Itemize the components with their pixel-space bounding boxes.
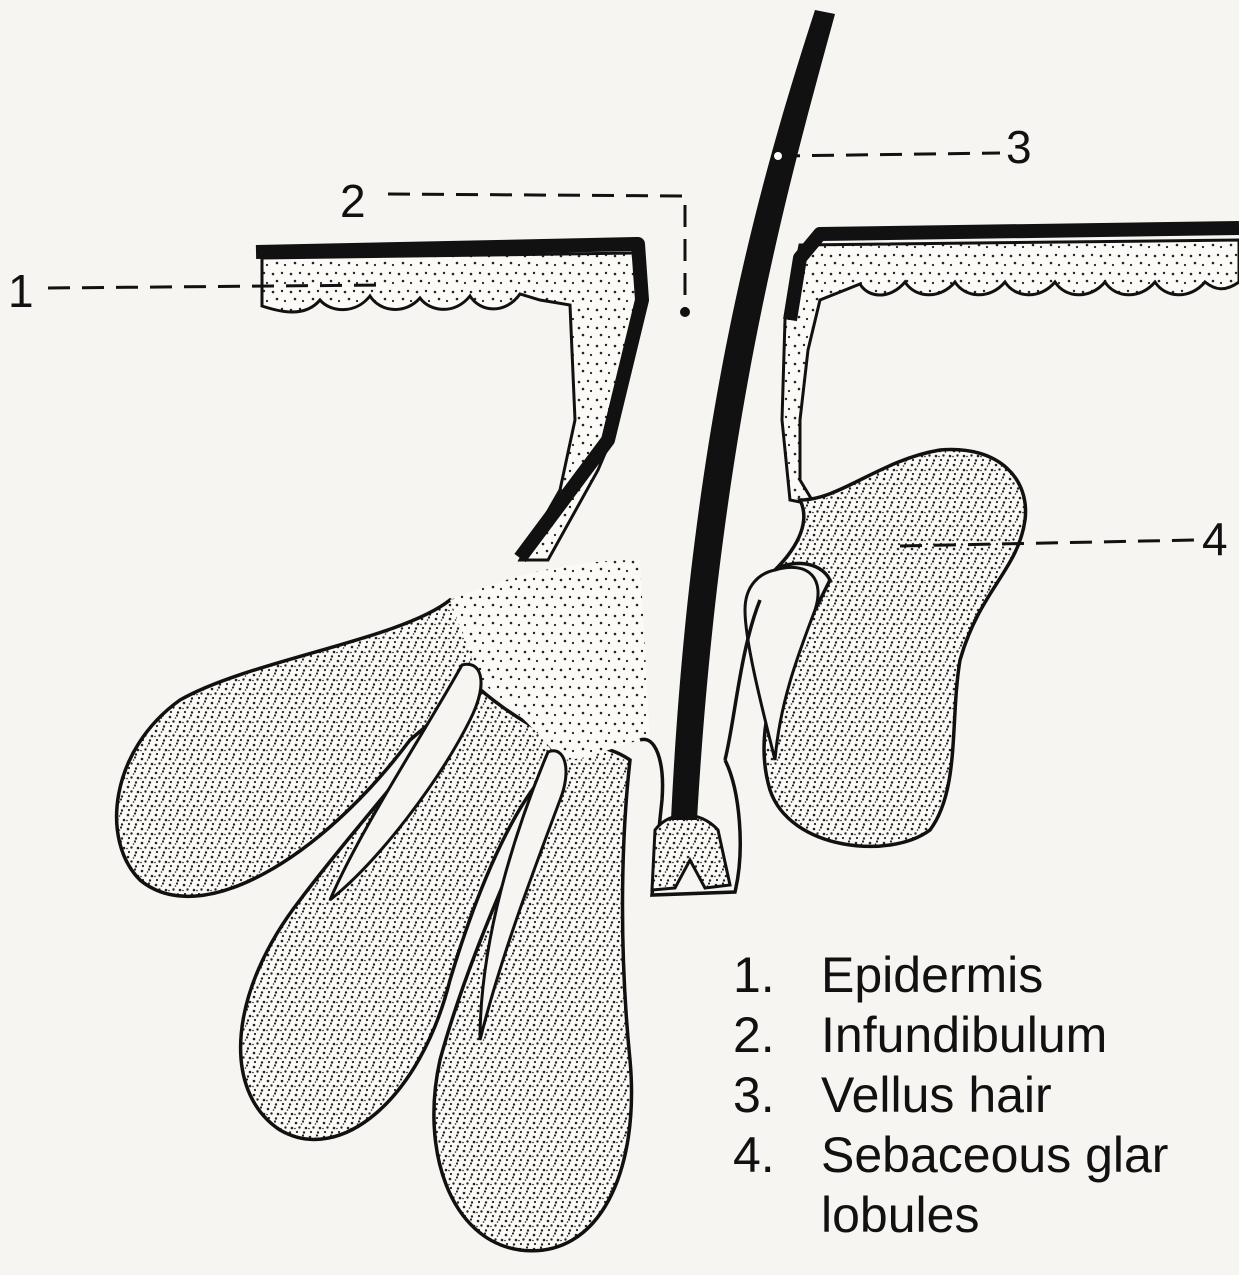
- callout-4: 4: [1202, 516, 1228, 562]
- legend-label: Epidermis: [821, 946, 1043, 1004]
- legend-item-4: 4. Sebaceous glar: [733, 1126, 1239, 1186]
- legend-item-3: 3. Vellus hair: [733, 1066, 1239, 1126]
- legend-item-2: 2. Infundibulum: [733, 1006, 1239, 1066]
- leader-line-3: [778, 153, 1000, 156]
- legend-number: 4.: [733, 1126, 813, 1184]
- legend-number: 2.: [733, 1006, 813, 1064]
- legend-number: 3.: [733, 1066, 813, 1124]
- legend-item-4-continued: lobules: [733, 1186, 1239, 1246]
- sebaceous-lobule-right: [764, 450, 1025, 847]
- hair-papilla: [652, 815, 730, 890]
- epidermis-left: [262, 253, 640, 560]
- legend-number: 1.: [733, 946, 813, 1004]
- legend-label: Sebaceous glar: [821, 1126, 1168, 1184]
- callout-3: 3: [1006, 124, 1032, 170]
- legend: 1. Epidermis 2. Infundibulum 3. Vellus h…: [733, 946, 1239, 1275]
- legend-label: Infundibulum: [821, 1006, 1107, 1064]
- legend-item-1: 1. Epidermis: [733, 946, 1239, 1006]
- legend-label-continued: lobules: [821, 1186, 979, 1244]
- callout-1: 1: [8, 268, 34, 314]
- callout-2: 2: [340, 178, 366, 224]
- legend-label: Vellus hair: [821, 1066, 1052, 1124]
- epidermis-right: [782, 240, 1239, 505]
